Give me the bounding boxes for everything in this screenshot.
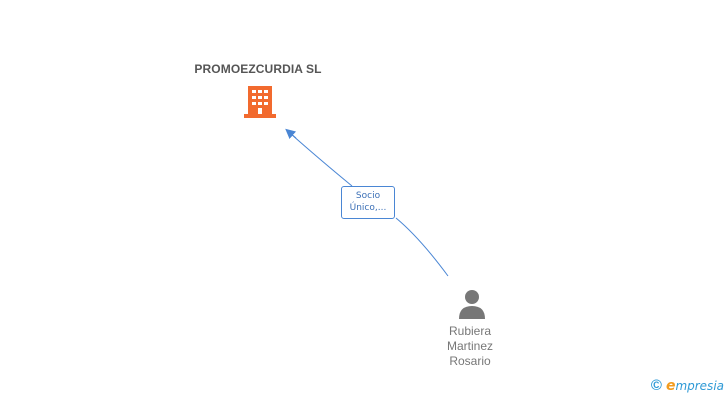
relation-edge[interactable] xyxy=(290,133,449,277)
relation-arrowhead xyxy=(285,128,297,140)
brand-initial: e xyxy=(665,377,676,394)
person-name-line1: Rubiera xyxy=(448,324,492,338)
brand-rest: mpresia xyxy=(675,378,724,393)
person-name[interactable]: Rubiera Martinez Rosario xyxy=(420,324,520,369)
company-name[interactable]: PROMOEZCURDIA SL xyxy=(194,62,322,76)
relation-label[interactable]: Socio Único,... xyxy=(341,186,395,219)
person-icon[interactable] xyxy=(457,289,487,319)
copyright-icon: © xyxy=(650,377,662,394)
building-icon[interactable] xyxy=(243,83,277,119)
person-name-line3: Rosario xyxy=(449,354,491,368)
relation-label-line1: Socio xyxy=(355,191,381,201)
relation-label-line2: Único,... xyxy=(349,203,387,213)
brand-logo: empresia xyxy=(666,378,724,394)
empresia-watermark[interactable]: © empresia xyxy=(651,377,724,394)
person-name-line2: Martinez xyxy=(446,339,493,353)
